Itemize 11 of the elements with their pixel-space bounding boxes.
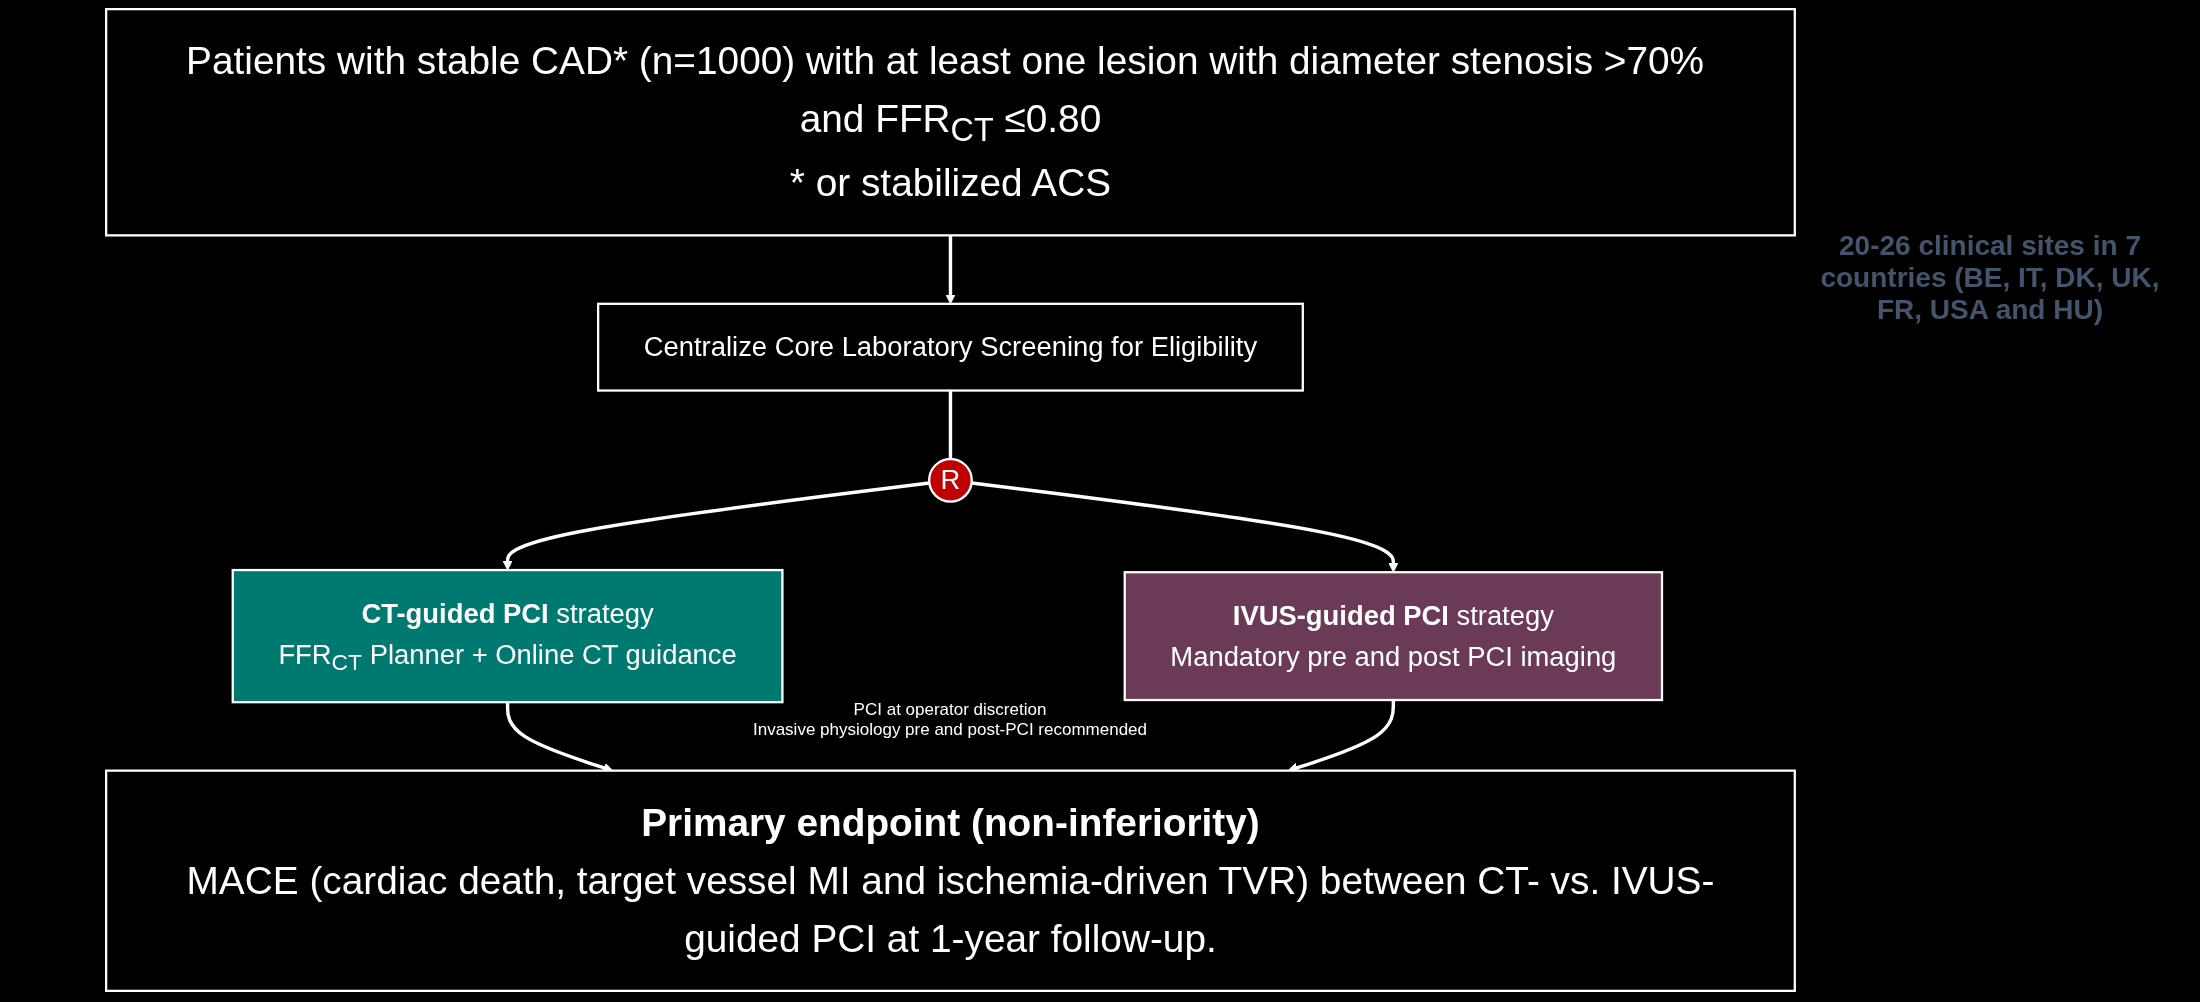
node-box: CT-guided PCI strategy FFR$_{CT}$ Planner + Online CT guidance — [231, 568, 784, 704]
node-box: Patients with stable CAD* (n=1000) with at least one lesion with diameter stenosis >70% and FFR$_{CT}$ ≤0.80 * or stabilized ACS — [104, 8, 1796, 237]
node-circle: R — [927, 457, 973, 503]
connector — [948, 390, 952, 459]
note-text: 20-26 clinical sites in 7 countries (BE, IT, DK, UK, FR, USA and HU) — [1820, 230, 2160, 325]
annotation-text: PCI at operator discretion — [852, 700, 1048, 720]
node-box: Centralize Core Laboratory Screening for Eligibility — [596, 302, 1304, 392]
node-box: Primary endpoint (non-inferiority) MACE (cardiac death, target vessel MI and ischemia-driven TVR) between CT- vs. IVUS-guided PCI at 1-year follow-up. — [104, 769, 1796, 992]
arrow — [502, 481, 930, 571]
node-box: IVUS-guided PCI strategy Mandatory pre and post PCI imaging — [1123, 571, 1663, 702]
annotation-text: Invasive physiology pre and post-PCI recommended — [751, 720, 1148, 740]
